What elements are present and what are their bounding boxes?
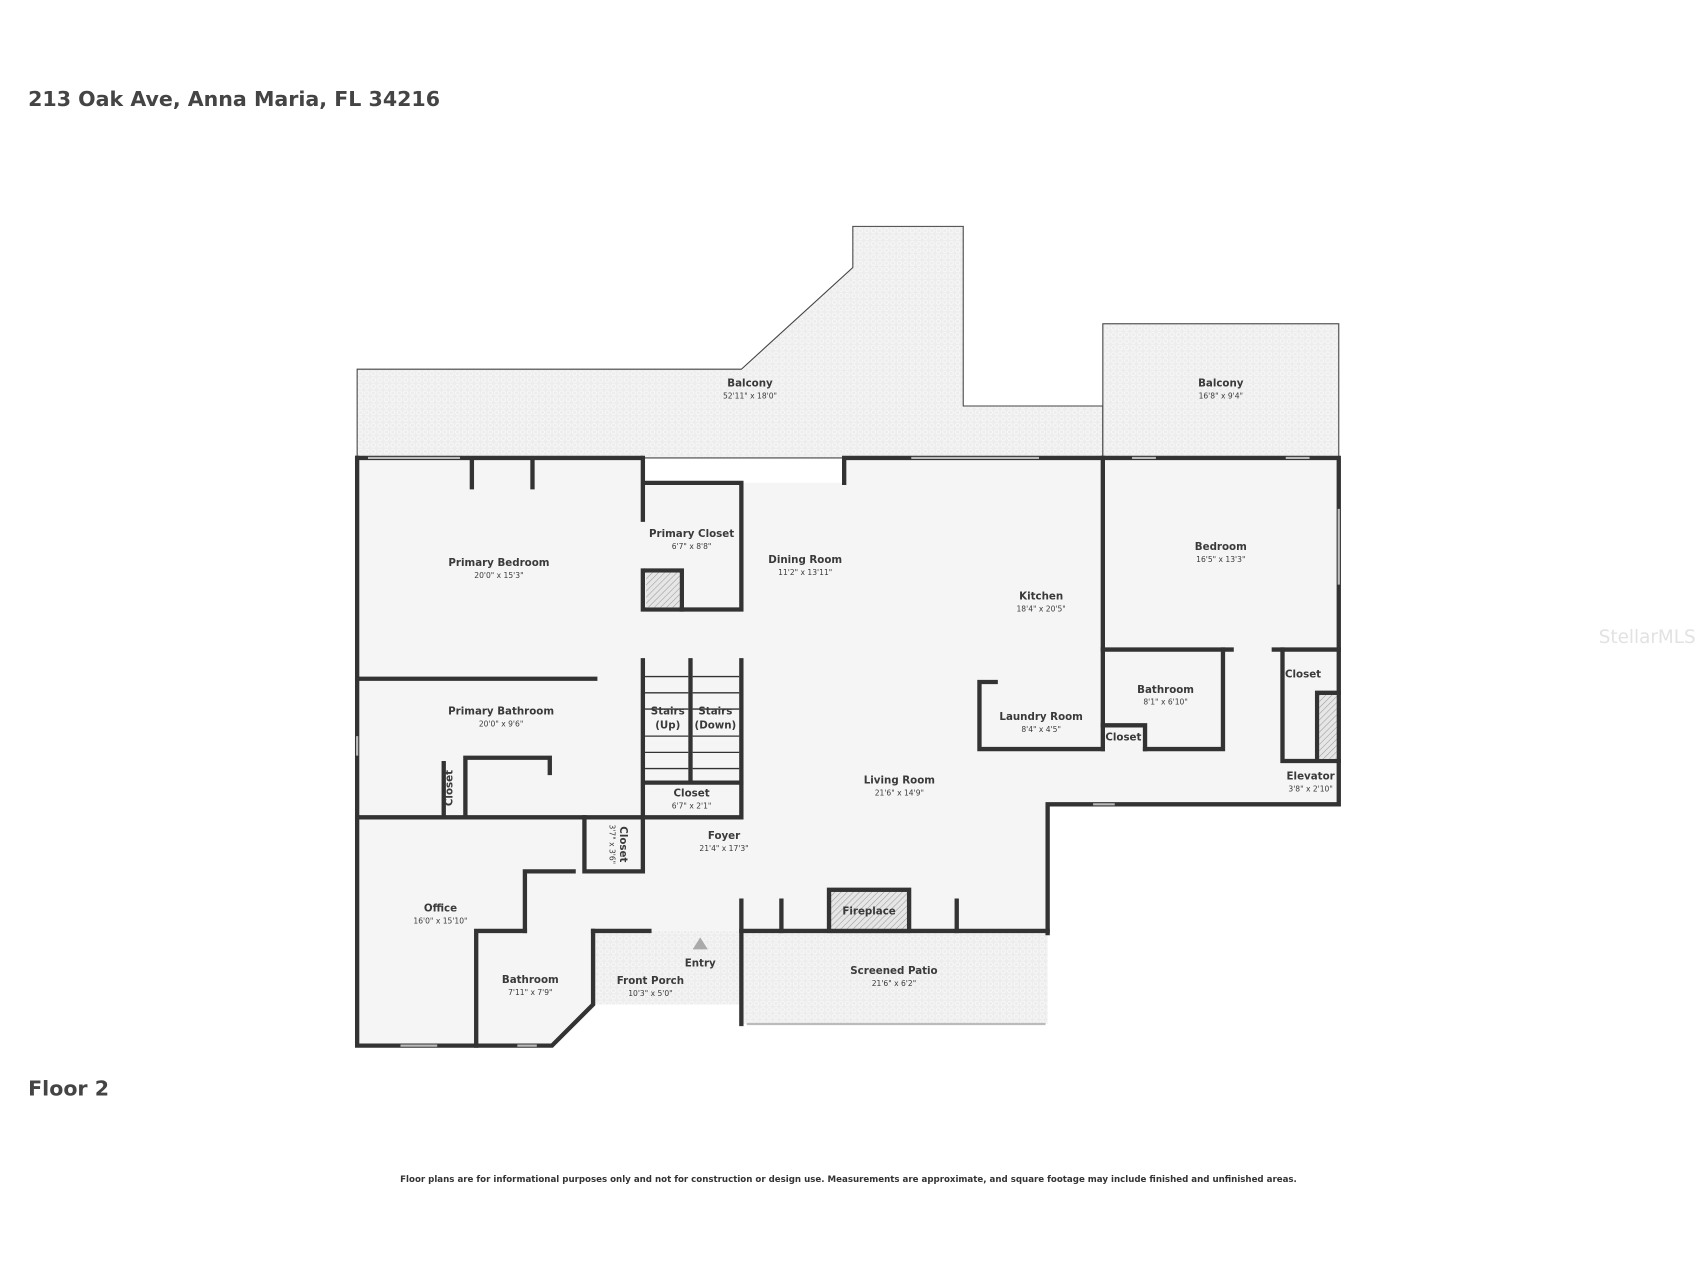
room-name: Living Room [864, 775, 935, 787]
closet-label: Closet [443, 770, 455, 806]
room-name: Bedroom [1195, 541, 1247, 553]
room-dims: 11'2" x 13'11" [778, 568, 832, 577]
fireplace [826, 887, 912, 934]
room-name: Closet [674, 788, 710, 800]
room-dims: 10'3" x 5'0" [628, 989, 672, 998]
room-dims: 8'1" x 6'10" [1143, 698, 1187, 707]
room-dims: 20'0" x 9'6" [479, 719, 523, 728]
stairs-down-label: (Down) [695, 720, 737, 732]
room-name: Screened Patio [850, 965, 937, 977]
closet-label: Closet [1105, 731, 1141, 743]
room-dims: 3'8" x 2'10" [1288, 784, 1332, 793]
stairs-up-label: (Up) [655, 720, 680, 732]
room-name: Foyer [708, 830, 741, 842]
room-dims: 18'4" x 20'5" [1017, 605, 1066, 614]
room-name: Primary Bathroom [448, 705, 554, 717]
address-title: 213 Oak Ave, Anna Maria, FL 34216 [28, 87, 440, 111]
room-name: Primary Bedroom [448, 557, 549, 569]
room-dims: 52'11" x 18'0" [723, 391, 777, 400]
front-porch-area [593, 930, 742, 1005]
primary-closet-shelf [646, 572, 680, 608]
room-name: Kitchen [1019, 591, 1063, 603]
room-name: Front Porch [617, 975, 684, 987]
screened-patio-area [741, 930, 1048, 1024]
room-name: Laundry Room [999, 711, 1082, 723]
room-dims: 16'5" x 13'3" [1196, 555, 1245, 564]
balcony-bedroom [1102, 323, 1340, 459]
room-name: Balcony [727, 378, 773, 390]
room-name: Elevator [1287, 770, 1336, 782]
fireplace-label: Fireplace [842, 906, 895, 918]
room-name: Bathroom [1137, 684, 1194, 696]
room-name: Closet [617, 826, 629, 862]
room-name: Primary Closet [649, 528, 734, 540]
entry-label: Entry [685, 958, 716, 970]
room-dims: 21'4" x 17'3" [699, 844, 748, 853]
watermark: StellarMLS [1599, 627, 1696, 648]
entry-arrow-icon [692, 937, 708, 950]
room-dims: 7'11" x 7'9" [508, 988, 552, 997]
stairs-down-label: Stairs [698, 705, 732, 717]
room-dims: 6'7" x 8'8" [672, 542, 712, 551]
room-dims: 16'8" x 9'4" [1199, 391, 1243, 400]
room-dims: 6'7" x 2'1" [672, 802, 712, 811]
interior-floor [357, 457, 1339, 1046]
room-dims: 16'0" x 15'10" [413, 916, 467, 925]
room-dims: 8'4" x 4'5" [1021, 725, 1061, 734]
room-dims: 20'0" x 15'3" [474, 571, 523, 580]
room-dims: 21'6" x 14'9" [875, 789, 924, 798]
balcony-main [356, 225, 1104, 459]
closet-label: Closet [1285, 669, 1321, 681]
closet-shelf [1319, 694, 1337, 759]
stairs-up-label: Stairs [651, 705, 685, 717]
room-dims: 3'7" x 3'6" [607, 825, 616, 865]
room-dims: 21'6" x 6'2" [872, 979, 916, 988]
room-name: Dining Room [768, 554, 842, 566]
room-name: Balcony [1198, 378, 1244, 390]
room-name: Bathroom [502, 974, 559, 986]
floor-label: Floor 2 [28, 1076, 109, 1100]
disclaimer: Floor plans are for informational purpos… [400, 1175, 1297, 1185]
walls [354, 455, 1341, 1048]
room-name: Office [424, 902, 457, 914]
